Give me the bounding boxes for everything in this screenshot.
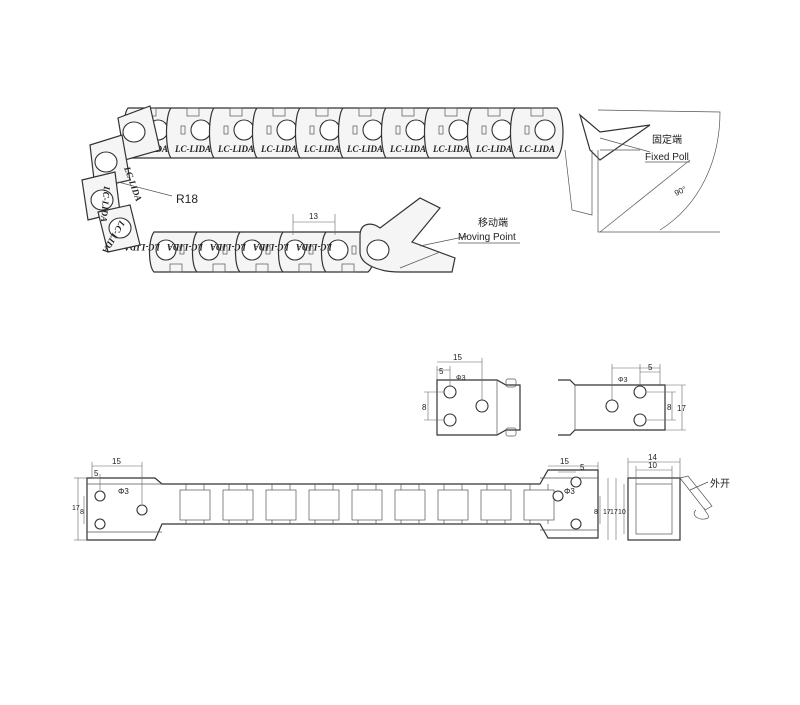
upper-chain-link: LC-LIDA (251, 107, 306, 159)
lower-link-brand: LC-LIDA (253, 242, 290, 252)
moving-end-bracket (359, 197, 456, 273)
straight-chain-cell (523, 484, 555, 524)
straight-chain-cell (351, 484, 383, 524)
lower-chain-link: LC-LIDA (210, 231, 289, 273)
upper-chain-link: LC-LIDA (294, 107, 349, 159)
pitch-label: 13 (309, 212, 318, 221)
straight-dim-17-right: 17 (603, 509, 611, 516)
straight-chain-cell (179, 484, 211, 524)
bend-links: LC-LIDA LC-LIDA LC-LIDA (81, 105, 161, 255)
moving-end-label-cn: 移动端 (478, 216, 508, 229)
upper-link-brand: LC-LIDA (475, 144, 512, 154)
angle-label: 90° (673, 185, 688, 198)
upper-link-brand: LC-LIDA (432, 144, 469, 154)
lower-link-brand: LC-LIDA (210, 242, 247, 252)
straight-chain-cell (222, 484, 254, 524)
straight-dim-17-left: 17 (72, 505, 80, 512)
open-label: 外开 (710, 478, 730, 490)
straight-chain-cell (480, 484, 512, 524)
left-end-view: 15 5 Φ3 8 (422, 353, 521, 437)
left-end-dim-5: 5 (439, 367, 444, 376)
straight-dim-5-left: 5 (94, 469, 99, 478)
left-end-hole: Φ3 (456, 375, 466, 382)
straight-dim-15-left: 15 (112, 457, 121, 466)
fixed-end-label-cn: 固定端 (652, 133, 682, 146)
bend-brand-2: LC-LIDA (99, 185, 112, 223)
upper-chain-link: LC-LIDA (423, 107, 478, 159)
straight-chain-cell (437, 484, 469, 524)
upper-link-brand: LC-LIDA (346, 144, 383, 154)
upper-link-brand: LC-LIDA (260, 144, 297, 154)
cross-height-outer: 17 (610, 509, 618, 516)
right-end-hole: Φ3 (618, 377, 628, 384)
straight-chain-cells (179, 484, 555, 524)
upper-chain-link: LC-LIDA (208, 107, 263, 159)
upper-chain-run: LC-LIDA LC-LIDA LC-LIDA LC-LIDA LC-LIDA LC-LI… (122, 107, 564, 159)
fixed-end-bracket: 90° (564, 109, 721, 233)
straight-dim-8-left: 8 (80, 509, 84, 516)
upper-chain-link: LC-LIDA (380, 107, 435, 159)
upper-chain-link: LC-LIDA (165, 107, 220, 159)
upper-link-brand: LC-LIDA (518, 144, 555, 154)
cross-section-view: 14 10 17 10 外开 (610, 453, 730, 541)
left-end-dim-15: 15 (453, 353, 462, 362)
lower-link-brand: LC-LIDA (124, 242, 161, 252)
upper-link-brand: LC-LIDA (389, 144, 426, 154)
radius-label: R18 (176, 192, 198, 206)
straight-chain-cell (265, 484, 297, 524)
fixed-end-label-en: Fixed Poll (645, 152, 689, 163)
right-end-dim-17: 17 (677, 404, 686, 413)
lower-chain-link: LC-LIDA (167, 231, 246, 273)
moving-end-label-en: Moving Point (458, 232, 516, 243)
straight-chain-view: 15 5 Φ3 17 8 15 5 Φ3 8 17 (72, 457, 611, 541)
upper-link-brand: LC-LIDA (217, 144, 254, 154)
straight-chain-cell (394, 484, 426, 524)
straight-hole-left: Φ3 (118, 487, 129, 496)
lower-link-brand: LC-LIDA (296, 242, 333, 252)
upper-link-brand: LC-LIDA (303, 144, 340, 154)
cross-width-inner: 10 (648, 461, 657, 470)
lower-link-brand: LC-LIDA (167, 242, 204, 252)
cross-height-inner: 10 (618, 509, 626, 516)
straight-dim-8-right: 8 (594, 509, 598, 516)
upper-chain-link: LC-LIDA (337, 107, 392, 159)
lower-chain-run: LC-LIDA LC-LIDA LC-LIDA LC-LIDA LC-LIDA (124, 231, 375, 273)
straight-dim-5-right: 5 (580, 463, 585, 472)
bend-brand-1: LC-LIDA (122, 164, 144, 202)
cross-width-outer: 14 (648, 453, 657, 462)
right-end-view: 5 Φ3 8 17 (558, 363, 686, 436)
right-end-dim-5: 5 (648, 363, 653, 372)
upper-link-brand: LC-LIDA (174, 144, 211, 154)
straight-chain-cell (308, 484, 340, 524)
left-end-dim-8: 8 (422, 403, 427, 412)
straight-dim-15-right: 15 (560, 457, 569, 466)
right-end-dim-8: 8 (667, 403, 672, 412)
lower-chain-link: LC-LIDA (124, 231, 203, 273)
straight-hole-right: Φ3 (564, 487, 575, 496)
lower-chain-link: LC-LIDA (253, 231, 332, 273)
upper-chain-link: LC-LIDA (509, 107, 564, 159)
